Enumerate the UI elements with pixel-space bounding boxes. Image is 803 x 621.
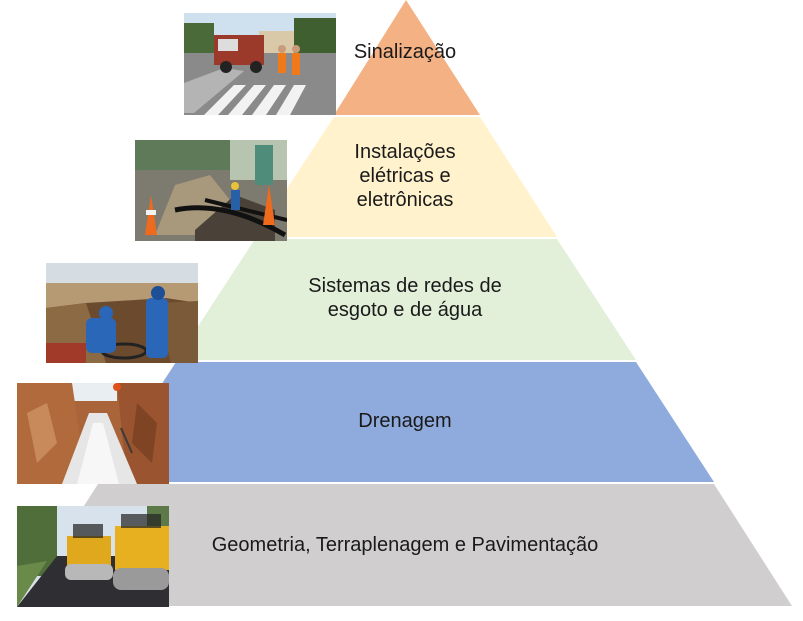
level-4-label: Drenagem: [358, 410, 452, 432]
drainage-pipe-trench-photo: [17, 383, 169, 484]
road-marking-crew-photo: [184, 13, 336, 115]
level-5-label: Geometria, Terraplenagem e Pavimentação: [211, 534, 599, 556]
pyramid-level-5-band: [20, 484, 792, 606]
electrical-trench-photo: [135, 140, 287, 241]
level-3-label: Sistemas de redes de esgoto e de água: [308, 275, 502, 321]
level-1-label: Sinalização: [353, 41, 457, 63]
pyramid-level-4-band: [98, 362, 714, 482]
road-paving-rollers-photo: [17, 506, 169, 607]
pyramid-level-1-band: [334, 0, 480, 115]
water-sewer-workers-photo: [46, 263, 198, 363]
pyramid-level-3-band: [176, 239, 636, 360]
level-2-label: Instalações elétricas e eletrônicas: [354, 141, 456, 211]
pyramid-level-2-band: [255, 117, 557, 237]
